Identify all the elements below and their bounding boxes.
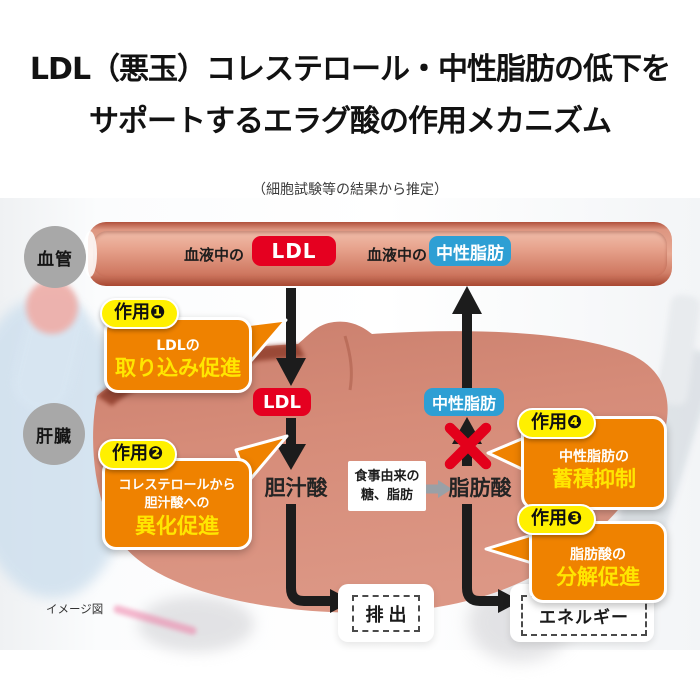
subtitle-note: （細胞試験等の結果から推定） xyxy=(252,182,448,198)
title-line-1: LDL（悪玉）コレステロール・中性脂肪の低下を xyxy=(29,52,671,87)
action-3-text: 脂肪酸の xyxy=(570,546,626,563)
arrow-bile-to-excretion xyxy=(286,504,330,606)
action-2-tag: 作用❷ xyxy=(98,439,178,471)
action-2-text-2: 胆汁酸への xyxy=(144,496,210,512)
vessel-opening xyxy=(83,231,97,277)
arrowhead-diet xyxy=(438,480,452,498)
action-3-tag: 作用❸ xyxy=(517,504,597,536)
title-line-2: サポートするエラグ酸の作用メカニズム xyxy=(89,103,612,139)
tail-action-3 xyxy=(484,533,534,565)
arrowhead-down-2 xyxy=(276,444,306,470)
vessel-lumen xyxy=(93,231,667,277)
action-2-highlight: 異化促進 xyxy=(135,514,219,539)
red-cross-icon xyxy=(444,422,492,470)
liver-ldl-badge: LDL xyxy=(253,388,311,416)
action-1-highlight: 取り込み促進 xyxy=(115,356,241,381)
liver-triglyceride-badge: 中性脂肪 xyxy=(424,388,504,416)
vessel-triglyceride-badge: 中性脂肪 xyxy=(429,236,511,266)
liver-lobe-line xyxy=(343,335,353,391)
action-4-tag: 作用❹ xyxy=(517,408,597,440)
tail-action-4 xyxy=(486,436,526,472)
blood-ldl-prefix: 血液中の xyxy=(184,246,245,264)
arrow-fattyacid-to-energy xyxy=(462,504,498,606)
image-note: イメージ図 xyxy=(46,602,104,616)
vessel-label-circle: 血管 xyxy=(24,226,86,288)
page-title: LDL（悪玉）コレステロール・中性脂肪の低下を サポートするエラグ酸の作用メカニ… xyxy=(0,44,700,148)
action-2-bubble: コレステロールから 胆汁酸への 異化促進 xyxy=(102,458,252,550)
liver-label-circle: 肝臓 xyxy=(23,403,85,465)
arrowhead-up-vessel xyxy=(452,286,482,314)
excretion-box: 排出 xyxy=(352,595,420,632)
action-4-highlight: 蓄積抑制 xyxy=(552,467,636,492)
action-2-text-1: コレステロールから xyxy=(118,477,236,493)
dietary-source-box: 食事由来の 糖、脂肪 xyxy=(348,461,426,511)
action-1-tag: 作用❶ xyxy=(100,298,180,330)
blood-tg-prefix: 血液中の xyxy=(367,246,428,264)
action-3-highlight: 分解促進 xyxy=(556,565,640,590)
cross-line-2 xyxy=(444,422,492,470)
bile-acid-label: 胆汁酸 xyxy=(264,476,328,500)
vessel-ldl-badge: LDL xyxy=(252,236,336,266)
action-1-bubble: LDLの 取り込み促進 xyxy=(104,317,252,393)
arrowhead-down-1 xyxy=(276,358,306,386)
diet-line-1: 食事由来の xyxy=(354,468,420,484)
fatty-acid-label: 脂肪酸 xyxy=(448,476,512,500)
action-1-text: LDLの xyxy=(156,337,200,354)
arrowhead-energy xyxy=(498,589,521,613)
energy-box: エネルギー xyxy=(521,595,647,636)
blood-vessel-tube xyxy=(83,222,672,286)
photo-tube-cap xyxy=(26,280,78,334)
action-4-text: 中性脂肪の xyxy=(559,448,629,465)
diet-line-2: 糖、脂肪 xyxy=(360,488,413,503)
